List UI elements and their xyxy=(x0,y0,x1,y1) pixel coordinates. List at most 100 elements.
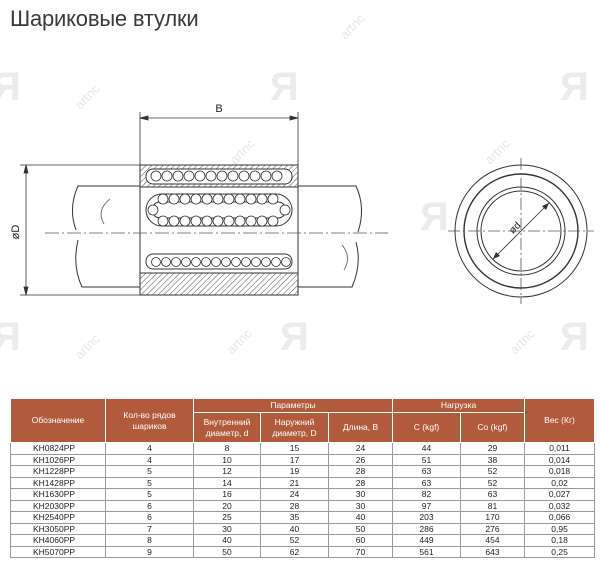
table-cell: 6 xyxy=(105,511,194,524)
table-cell: 40 xyxy=(327,511,394,524)
table-cell: 81 xyxy=(460,499,526,512)
table-cell: 276 xyxy=(460,522,526,535)
table-cell: 454 xyxy=(460,534,526,547)
table-cell: 0,02 xyxy=(524,476,596,489)
col-designation: Обозначение xyxy=(10,398,106,443)
table-cell: 38 xyxy=(460,453,526,466)
table-cell: 28 xyxy=(327,476,394,489)
table-cell: 97 xyxy=(392,499,462,512)
svg-text:Я: Я xyxy=(560,315,589,359)
table-cell: 0,066 xyxy=(524,511,596,524)
table-cell: 30 xyxy=(327,488,394,501)
table-cell: 170 xyxy=(460,511,526,524)
watermark-text: artnc xyxy=(227,136,258,167)
table-cell: KH2540PP xyxy=(10,511,106,524)
table-cell: 50 xyxy=(327,522,394,535)
table-cell: 28 xyxy=(260,499,329,512)
bushing-front-view xyxy=(448,158,594,304)
table-cell: 26 xyxy=(327,453,394,466)
table-cell: 203 xyxy=(392,511,462,524)
table-cell: 30 xyxy=(327,499,394,512)
table-cell: 6 xyxy=(105,499,194,512)
table-cell: KH0824PP xyxy=(10,442,106,455)
table-cell: KH5070PP xyxy=(10,545,106,558)
ball-rows xyxy=(147,170,291,267)
table-cell: 12 xyxy=(193,465,261,478)
table-cell: 8 xyxy=(193,442,261,455)
svg-text:Я: Я xyxy=(0,65,21,109)
table-cell: 15 xyxy=(260,442,329,455)
col-outer-diameter: Наружний диаметр, D xyxy=(260,412,329,443)
table-cell: 25 xyxy=(193,511,261,524)
col-ball-rows: Кол-во рядов шариков xyxy=(105,398,194,443)
table-cell: 82 xyxy=(392,488,462,501)
table-cell: KH2030PP xyxy=(10,499,106,512)
table-cell: 40 xyxy=(260,522,329,535)
page-title: Шариковые втулки xyxy=(10,6,199,31)
col-co-kgf: Co (kgf) xyxy=(460,412,526,443)
table-cell: 40 xyxy=(193,534,261,547)
table-cell: 19 xyxy=(260,465,329,478)
table-cell: 52 xyxy=(260,534,329,547)
specifications-table: Обозначение Кол-во рядов шариков Парамет… xyxy=(10,398,596,558)
table-cell: 286 xyxy=(392,522,462,535)
table-cell: 10 xyxy=(193,453,261,466)
table-cell: 24 xyxy=(327,442,394,455)
table-cell: 0,014 xyxy=(524,453,596,466)
table-cell: 20 xyxy=(193,499,261,512)
svg-text:Я: Я xyxy=(560,65,589,109)
table-cell: 50 xyxy=(193,545,261,558)
dimension-d xyxy=(20,164,140,296)
col-length: Длина, B xyxy=(327,412,394,443)
watermark-text: artnc xyxy=(224,326,255,357)
table-cell: 9 xyxy=(105,545,194,558)
table-cell: 0,25 xyxy=(524,545,596,558)
table-cell: 561 xyxy=(392,545,462,558)
table-cell: 28 xyxy=(327,465,394,478)
table-cell: 0,018 xyxy=(524,465,596,478)
dimension-d-label: øD xyxy=(10,225,22,240)
svg-text:Я: Я xyxy=(0,315,21,359)
table-cell: KH4060PP xyxy=(10,534,106,547)
table-cell: 62 xyxy=(260,545,329,558)
table-cell: 643 xyxy=(460,545,526,558)
col-weight: Вес (Кг) xyxy=(524,398,596,443)
ball-row-middle-lower xyxy=(157,215,279,227)
table-cell: 8 xyxy=(105,534,194,547)
technical-drawing: Я Я Я Я Я Я Я Я artnc artnc artnc artnc … xyxy=(0,11,594,362)
col-group-load: Нагрузка xyxy=(392,398,526,413)
dimension-b-label: B xyxy=(215,103,222,115)
table-cell: 7 xyxy=(105,522,194,535)
col-inner-diameter: Внутренний диаметр, d xyxy=(193,412,261,443)
watermark-text: artnc xyxy=(337,11,368,42)
shaft xyxy=(72,185,362,288)
watermark-text: artnc xyxy=(72,331,103,362)
table-cell: 44 xyxy=(392,442,462,455)
table-cell: KH3050PP xyxy=(10,522,106,535)
table-cell: 0,011 xyxy=(524,442,596,455)
ball-row-middle-upper xyxy=(147,193,291,216)
table-cell: 30 xyxy=(193,522,261,535)
svg-text:Я: Я xyxy=(280,315,309,359)
bushing-side-view xyxy=(139,164,299,296)
table-cell: 60 xyxy=(327,534,394,547)
svg-text:Я: Я xyxy=(270,65,299,109)
table-cell: 52 xyxy=(460,476,526,489)
table-cell: 16 xyxy=(193,488,261,501)
table-cell: 63 xyxy=(392,476,462,489)
table-cell: 0,032 xyxy=(524,499,596,512)
table-cell: 52 xyxy=(460,465,526,478)
table-header-row-groups: Обозначение Кол-во рядов шариков Парамет… xyxy=(10,398,596,443)
table-cell: 70 xyxy=(327,545,394,558)
table-cell: KH1428PP xyxy=(10,476,106,489)
col-group-params: Параметры xyxy=(192,398,394,413)
table-cell: 17 xyxy=(260,453,329,466)
